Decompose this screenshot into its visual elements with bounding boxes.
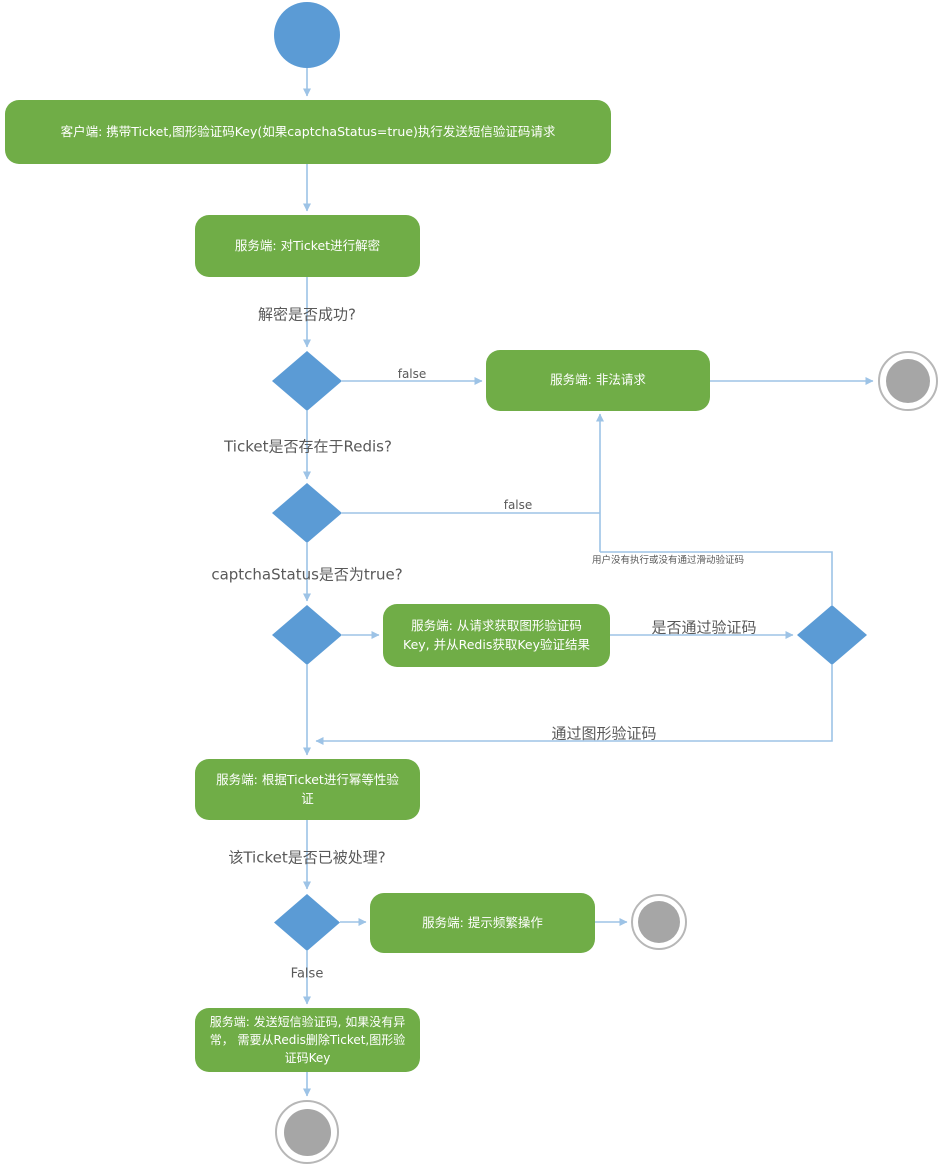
- activity-label: 服务端: 从请求获取图形验证码Key, 并从Redis获取Key验证结果: [403, 617, 591, 652]
- decision-decrypt-success: [272, 351, 342, 411]
- edge-label-pass-captcha: 通过图形验证码: [551, 724, 657, 743]
- activity-decrypt-ticket: 服务端: 对Ticket进行解密: [195, 215, 420, 277]
- decision-ticket-processed: [274, 894, 340, 951]
- activity-frequent-operation: 服务端: 提示频繁操作: [370, 893, 595, 953]
- question-captcha-status: captchaStatus是否为true?: [211, 565, 403, 584]
- end-node-core: [638, 901, 680, 943]
- edge-label-false-1: false: [397, 367, 427, 381]
- activity-label: 服务端: 非法请求: [550, 372, 646, 388]
- decision-captcha-status: [272, 605, 342, 665]
- end-node-core: [283, 1108, 331, 1156]
- end-node-final: [275, 1100, 339, 1164]
- question-decrypt-success: 解密是否成功?: [258, 305, 356, 324]
- activity-label: 客户端: 携带Ticket,图形验证码Key(如果captchaStatus=t…: [60, 123, 556, 139]
- decision-captcha-passed: [797, 605, 867, 665]
- activity-label: 服务端: 发送短信验证码, 如果没有异常， 需要从Redis删除Ticket,图…: [209, 1015, 406, 1065]
- end-node-illegal: [878, 351, 938, 411]
- activity-label: 服务端: 对Ticket进行解密: [234, 237, 381, 253]
- activity-idempotent-check: 服务端: 根据Ticket进行幂等性验证: [195, 759, 420, 820]
- edge-label-false-2: false: [503, 498, 533, 512]
- edge-label-captcha-pass-question: 是否通过验证码: [651, 618, 757, 637]
- activity-send-sms: 服务端: 发送短信验证码, 如果没有异常， 需要从Redis删除Ticket,图…: [195, 1008, 420, 1072]
- activity-client-send-request: 客户端: 携带Ticket,图形验证码Key(如果captchaStatus=t…: [5, 100, 611, 164]
- activity-label: 服务端: 提示频繁操作: [422, 914, 543, 930]
- activity-label: 服务端: 根据Ticket进行幂等性验证: [216, 771, 399, 806]
- decision-ticket-in-redis: [272, 483, 342, 543]
- question-ticket-processed: 该Ticket是否已被处理?: [228, 848, 386, 867]
- activity-get-captcha-result: 服务端: 从请求获取图形验证码Key, 并从Redis获取Key验证结果: [383, 604, 610, 667]
- activity-illegal-request: 服务端: 非法请求: [486, 350, 710, 411]
- end-node-frequent: [631, 894, 687, 950]
- start-node: [274, 2, 340, 68]
- edge-label-false-3: False: [290, 966, 324, 982]
- question-ticket-in-redis: Ticket是否存在于Redis?: [224, 437, 392, 456]
- end-node-core: [886, 359, 930, 403]
- edge-label-no-captcha: 用户没有执行或没有通过滑动验证码: [591, 555, 745, 566]
